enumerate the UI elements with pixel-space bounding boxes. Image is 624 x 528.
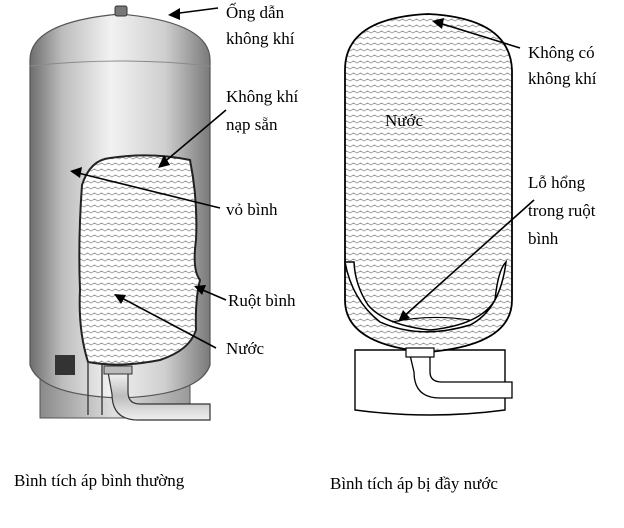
arrow-bladder-hole bbox=[401, 199, 535, 319]
label-bladder: Ruột bình bbox=[228, 291, 296, 310]
right-outlet-pipe bbox=[409, 354, 513, 399]
label-bladder-hole-line2: trong ruột bbox=[528, 201, 596, 220]
arrow-shell bbox=[73, 171, 221, 209]
left-tank bbox=[29, 5, 211, 421]
right-tank bbox=[344, 13, 513, 416]
left-outlet-pipe bbox=[107, 371, 211, 421]
label-water-right: Nước bbox=[385, 111, 424, 130]
caption-normal-tank: Bình tích áp bình thường bbox=[14, 471, 185, 490]
arrow-precharged-air bbox=[161, 109, 227, 165]
arrow-no-air bbox=[435, 21, 521, 49]
label-precharged-air-line2: nạp sẵn bbox=[226, 115, 278, 134]
label-no-air-line2: không khí bbox=[528, 69, 597, 88]
right-tank-shell bbox=[344, 13, 513, 353]
label-water-left: Nước bbox=[226, 339, 265, 358]
label-air-inlet-line1: Ống dẫn bbox=[226, 3, 285, 22]
label-bladder-hole-line1: Lỗ hổng bbox=[528, 173, 586, 192]
left-air-valve bbox=[114, 5, 128, 17]
label-shell: vỏ bình bbox=[226, 200, 278, 219]
arrow-water-left bbox=[117, 295, 217, 349]
right-bladder bbox=[344, 259, 508, 333]
label-precharged-air-line1: Không khí bbox=[226, 87, 299, 106]
caption-waterlogged-tank: Bình tích áp bị đầy nước bbox=[330, 474, 498, 493]
label-air-inlet-line2: không khí bbox=[226, 29, 295, 48]
label-bladder-hole-line3: bình bbox=[528, 229, 559, 248]
left-bladder bbox=[78, 154, 202, 366]
label-no-air-line1: Không có bbox=[528, 43, 595, 62]
annotation-arrows bbox=[70, 7, 535, 349]
